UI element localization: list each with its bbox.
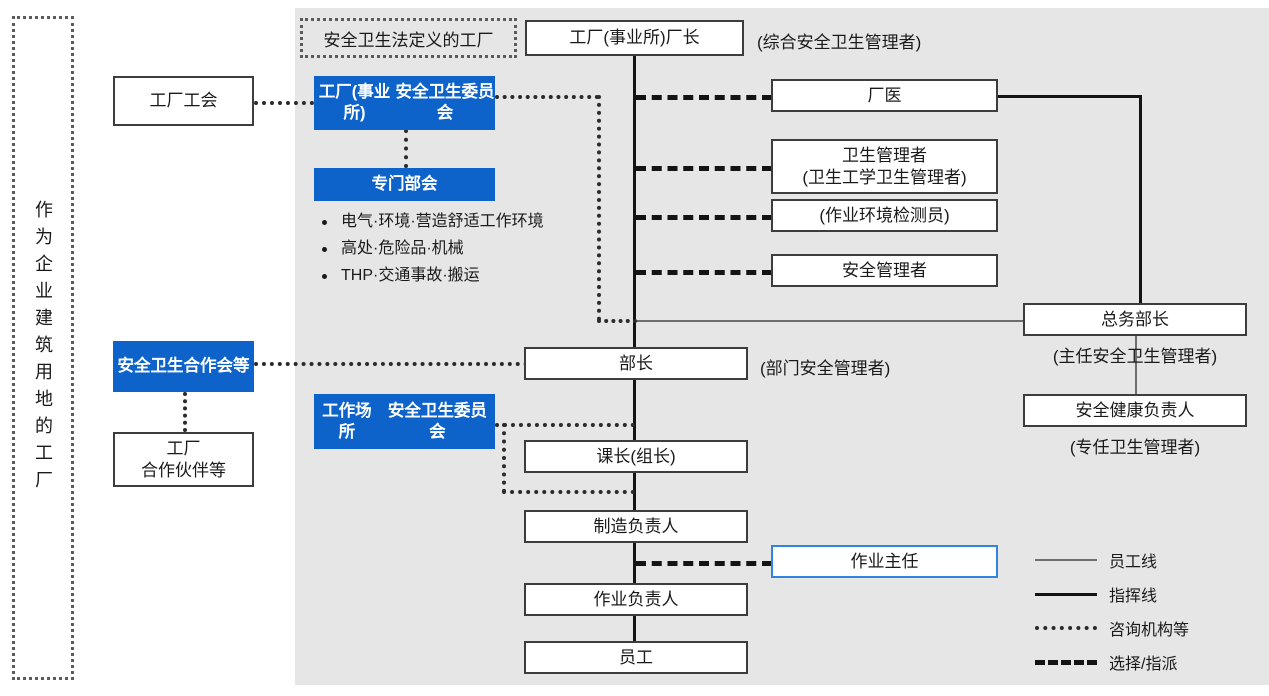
box-plant-safety-committee[interactable]: 工厂(事业所) 安全卫生委员会 xyxy=(314,76,495,130)
workplace-committee-line2: 安全卫生委员会 xyxy=(387,401,487,441)
legend-label: 选择/指派 xyxy=(1109,656,1178,673)
employee-line-to-general-affairs xyxy=(633,320,1023,322)
legend: 员工线 指挥线 咨询机构等 选择/指派 xyxy=(1035,543,1250,679)
plant-manager-note: (综合安全卫生管理者) xyxy=(757,33,922,52)
box-plant-manager[interactable]: 工厂(事业所)厂长 xyxy=(525,20,744,56)
plant-committee-out-down xyxy=(597,95,601,321)
plant-committee-to-special xyxy=(404,129,408,168)
factory-partners-line2: 合作伙伴等 xyxy=(141,460,226,480)
safety-cooperation-line1: 安全卫生 xyxy=(117,357,184,376)
box-section-chief[interactable]: 课长(组长) xyxy=(524,440,748,473)
general-affairs-to-safety-officer xyxy=(1135,334,1137,394)
legend-item-command-line: 指挥线 xyxy=(1035,577,1250,611)
box-factory-partners[interactable]: 工厂 合作伙伴等 xyxy=(113,432,254,487)
box-safety-manager[interactable]: 安全管理者 xyxy=(771,254,998,287)
dash-to-env-inspector xyxy=(636,215,772,220)
company-site-factory-label: 作为企业建筑用地的工厂 xyxy=(33,199,53,497)
legend-item-consult-line: 咨询机构等 xyxy=(1035,611,1250,645)
legend-label: 员工线 xyxy=(1109,554,1158,571)
bullet-dot-icon xyxy=(322,273,327,279)
bullet-text: 高处·危险品·机械 xyxy=(341,240,464,257)
legend-label: 咨询机构等 xyxy=(1109,622,1190,639)
bullet-dot-icon xyxy=(322,219,327,225)
box-workplace-safety-committee[interactable]: 工作场所 安全卫生委员会 xyxy=(314,394,495,449)
box-operation-lead[interactable]: 作业负责人 xyxy=(524,583,748,616)
box-health-manager[interactable]: 卫生管理者 (卫生工学卫生管理者) xyxy=(771,139,998,194)
bullet-dot-icon xyxy=(322,246,327,252)
bullet-text: THP·交通事故·搬运 xyxy=(341,267,480,284)
company-site-factory-frame xyxy=(12,16,74,680)
box-department-director[interactable]: 部长 xyxy=(524,347,748,380)
workplace-committee-top xyxy=(495,423,635,427)
box-env-inspector[interactable]: (作业环境检测员) xyxy=(771,199,998,232)
dash-to-plant-doctor xyxy=(636,95,772,100)
box-factory-union[interactable]: 工厂工会 xyxy=(113,76,254,126)
box-safety-cooperation[interactable]: 安全卫生 合作会等 xyxy=(113,341,254,392)
health-manager-line2: (卫生工学卫生管理者) xyxy=(802,167,967,187)
workplace-committee-side xyxy=(502,423,506,493)
special-committee-topics: 电气·环境·营造舒适工作环境 高处·危险品·机械 THP·交通事故·搬运 xyxy=(322,214,612,295)
legal-factory-label: 安全卫生法定义的工厂 xyxy=(300,18,517,58)
list-item: THP·交通事故·搬运 xyxy=(322,268,612,284)
list-item: 高处·危险品·机械 xyxy=(322,241,612,257)
safety-health-note: (专任卫生管理者) xyxy=(1069,438,1201,457)
box-special-committee[interactable]: 专门部会 xyxy=(314,168,495,201)
health-manager-line1: 卫生管理者 xyxy=(841,146,927,166)
plant-safety-committee-line2: 安全卫生委员会 xyxy=(395,83,495,122)
dash-to-health-manager xyxy=(636,166,772,171)
dashed-line-icon xyxy=(1035,659,1097,665)
doctor-to-general-affairs-horizontal xyxy=(997,95,1142,98)
bullet-text: 电气·环境·营造舒适工作环境 xyxy=(341,213,544,230)
dash-to-safety-manager xyxy=(636,270,772,275)
workplace-committee-bottom xyxy=(502,490,635,494)
cooperation-to-partners xyxy=(183,392,187,432)
doctor-to-general-affairs-vertical xyxy=(1139,95,1142,305)
plant-committee-out-top xyxy=(495,95,599,99)
box-operation-chief[interactable]: 作业主任 xyxy=(771,545,998,578)
workplace-committee-line1: 工作场所 xyxy=(322,401,372,441)
box-plant-doctor[interactable]: 厂医 xyxy=(771,79,998,112)
legend-item-employee-line: 员工线 xyxy=(1035,543,1250,577)
solid-thick-line-icon xyxy=(1035,592,1097,596)
plant-committee-out-bottom xyxy=(597,319,637,323)
factory-partners-line1: 工厂 xyxy=(166,439,201,459)
box-manufacturing-lead[interactable]: 制造负责人 xyxy=(524,510,748,543)
general-affairs-note: (主任安全卫生管理者) xyxy=(1052,347,1218,366)
cooperation-to-director xyxy=(254,362,528,366)
dash-to-operation-chief xyxy=(636,561,772,566)
list-item: 电气·环境·营造舒适工作环境 xyxy=(322,214,612,230)
plant-safety-committee-line1: 工厂(事业所) xyxy=(318,83,391,122)
box-employee[interactable]: 员工 xyxy=(524,641,748,674)
department-director-note: (部门安全管理者) xyxy=(760,359,891,378)
solid-thin-line-icon xyxy=(1035,559,1097,561)
box-general-affairs-director[interactable]: 总务部长 xyxy=(1023,303,1247,336)
dotted-line-icon xyxy=(1035,626,1097,630)
union-to-plant-committee xyxy=(254,101,314,105)
legend-label: 指挥线 xyxy=(1109,588,1158,605)
safety-cooperation-line2: 合作会等 xyxy=(183,357,250,376)
box-safety-health-officer[interactable]: 安全健康负责人 xyxy=(1023,394,1247,427)
legend-item-assign-line: 选择/指派 xyxy=(1035,645,1250,679)
